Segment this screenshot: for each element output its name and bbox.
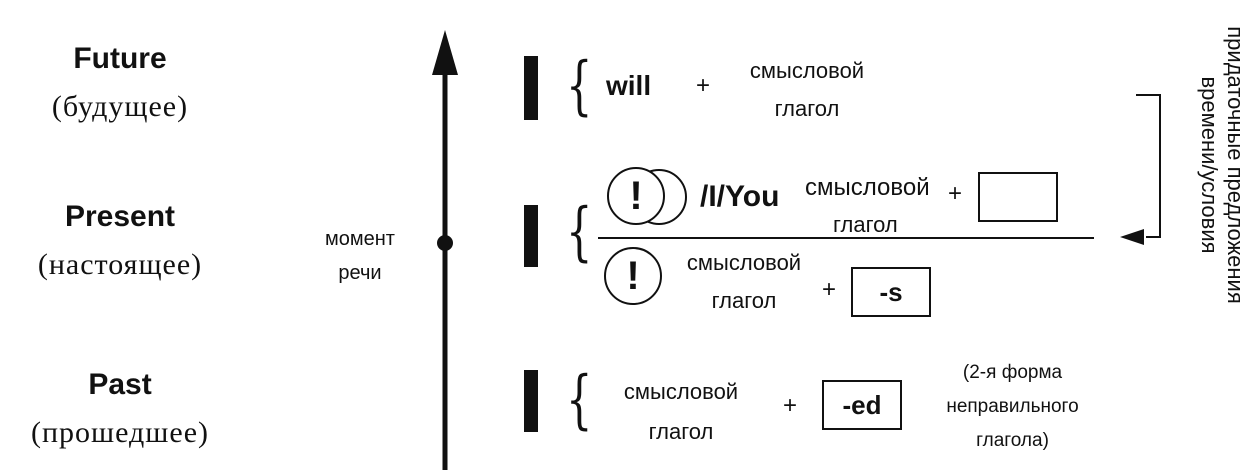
present-lower-verb: смысловой глагол (674, 244, 814, 320)
past-plus: + (783, 392, 798, 419)
future-brace: { (566, 49, 593, 123)
subordinate-clause-bracket (1120, 94, 1161, 245)
present-upper-verb-line1: смысловой (805, 174, 930, 201)
bracket-arrow-head (1120, 229, 1144, 245)
s-ending-box: -s (851, 267, 931, 317)
present-label-ru: (настоящее) (37, 248, 203, 281)
will-text: will (606, 70, 652, 101)
excl-circle-lower: ! (604, 247, 662, 305)
future-label: Future (73, 42, 167, 75)
future-plus: + (696, 72, 711, 99)
future-verb-line2: глагол (774, 96, 840, 121)
ed-ending-box: -ed (822, 380, 902, 430)
present-label: Present (64, 200, 176, 233)
irregular-verb-note: (2-я форма неправильного глагола) (920, 356, 1105, 458)
moment-of-speech-label: момент речи (320, 222, 400, 290)
present-lower-plus: + (822, 276, 837, 303)
side-note-line2: времени/условия (1197, 76, 1222, 254)
past-main-verb: смысловой глагол (606, 372, 756, 452)
past-brace: { (566, 363, 593, 437)
present-upper-verb-line2: глагол (833, 212, 898, 237)
note-line3: глагола) (976, 430, 1049, 451)
moment-dot (437, 235, 453, 251)
future-bar (524, 56, 538, 120)
future-main-verb: смысловой глагол (732, 52, 882, 128)
future-label-ru: (будущее) (51, 90, 189, 123)
past-label-ru: (прошедшее) (30, 416, 210, 449)
subordinate-clauses-note: придаточные предложения времени/условия (1180, 0, 1250, 330)
present-divider (598, 237, 1094, 239)
side-note-line1: придаточные предложения (1223, 26, 1248, 304)
moment-line2: речи (338, 262, 382, 284)
past-verb-line2: глагол (648, 419, 714, 444)
present-bar (524, 205, 538, 267)
present-brace: { (566, 195, 593, 269)
note-line2: неправильного (946, 396, 1079, 417)
moment-line1: момент (325, 228, 395, 250)
past-label: Past (88, 368, 152, 401)
future-verb-line1: смысловой (749, 58, 865, 83)
timeline-arrow (432, 30, 458, 470)
excl-circle-upper: ! (607, 167, 665, 225)
past-bar (524, 370, 538, 432)
past-verb-line1: смысловой (623, 379, 739, 404)
note-line1: (2-я форма (962, 362, 1063, 383)
present-upper-plus: + (948, 180, 963, 207)
empty-ending-box (978, 172, 1058, 222)
present-lower-verb-line2: глагол (711, 288, 777, 313)
i-you-text: /I/You (700, 180, 780, 213)
present-lower-verb-line1: смысловой (686, 250, 802, 275)
